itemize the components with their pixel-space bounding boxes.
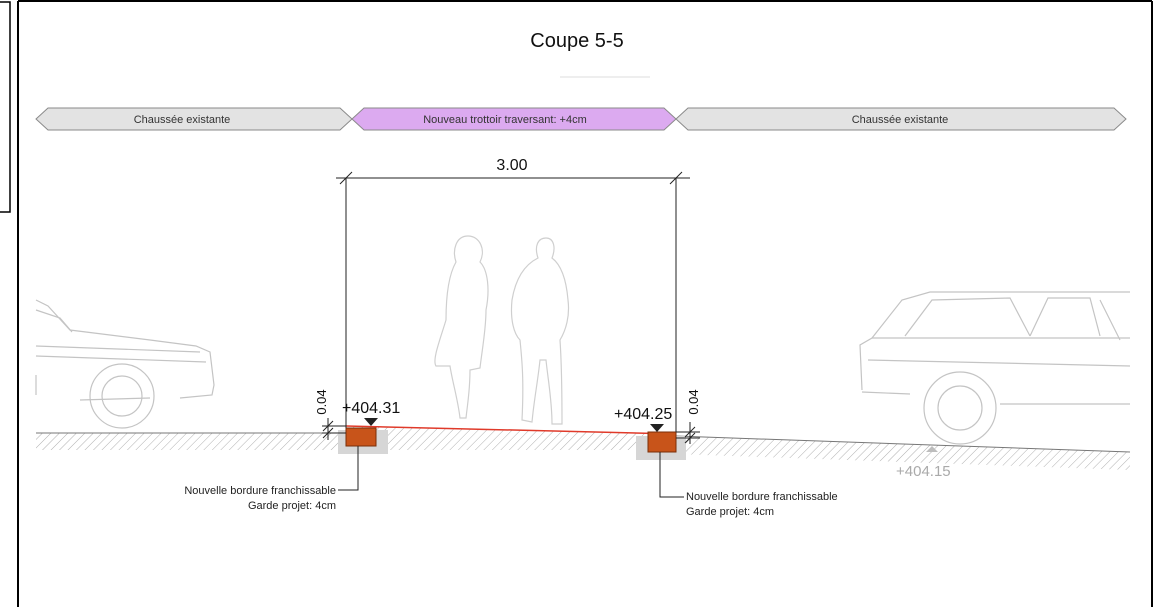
zone-left-label: Chaussée existante [134,114,231,126]
pedestrians-illustration [434,235,570,425]
car-right-illustration [859,291,1131,445]
ground-hatch-left [36,433,346,450]
ground-hatch-right [676,436,1130,470]
annotation-left-leader [338,446,359,491]
annotation-left-line2: Garde projet: 4cm [248,500,336,512]
level-road-label: +404.15 [896,463,951,480]
level-road-marker [926,446,938,452]
ground [36,425,1131,470]
dimension-left-height [322,418,346,440]
level-right-marker [650,424,664,432]
sidewalk-slope-line [345,425,677,435]
zone-right-label: Chaussée existante [852,114,949,126]
annotation-right-line1: Nouvelle bordure franchissable [686,491,838,503]
dimension-width [336,171,690,432]
dimension-right-height-label: 0.04 [686,389,701,414]
dimension-right-height [676,422,700,444]
frame-notch [0,1,11,213]
annotation-right-leader [659,452,684,498]
zone-right-shape [675,107,1127,131]
page-title: Coupe 5-5 [530,30,624,52]
curb-right [636,431,686,460]
ground-line-right [675,435,1131,453]
annotation-right-line2: Garde projet: 4cm [686,506,774,518]
zone-middle-label: Nouveau trottoir traversant: +4cm [423,114,587,126]
car-left-illustration [35,299,215,429]
dimension-width-label: 3.00 [496,157,527,174]
level-left-marker [364,418,378,426]
curb-right-block [647,431,677,453]
level-right-label: +404.25 [614,406,672,423]
annotation-left-line1: Nouvelle bordure franchissable [184,485,336,497]
level-left-label: +404.31 [342,400,400,417]
curb-left-block [345,427,377,447]
dimension-left-height-label: 0.04 [314,389,329,414]
zone-bar: Chaussée existante Nouveau trottoir trav… [35,107,1127,131]
curb-left [338,427,388,454]
